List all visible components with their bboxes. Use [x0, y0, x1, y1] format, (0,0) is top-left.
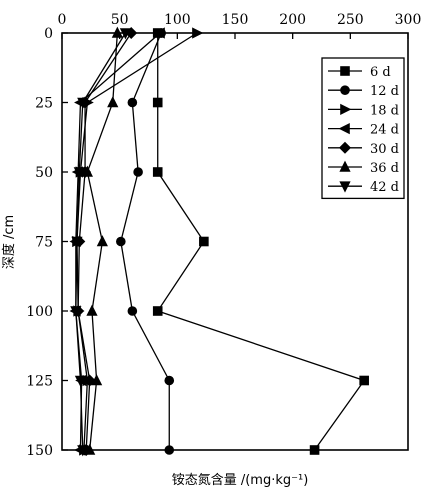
data-point: [127, 306, 138, 316]
legend-entry: 6 d: [328, 65, 391, 80]
data-point: [70, 306, 82, 318]
legend-marker: [338, 141, 352, 154]
data-point: [81, 165, 93, 177]
data-point: [84, 443, 96, 455]
y-tick-label: 125: [26, 374, 53, 390]
legend-marker: [340, 85, 350, 95]
y-tick-label: 150: [26, 443, 53, 459]
legend-label: 24 d: [370, 123, 399, 138]
series-layer: [69, 26, 369, 457]
data-point: [164, 445, 175, 455]
data-point: [164, 375, 175, 386]
y-axis-title: 深度 /cm: [1, 215, 17, 269]
y-tick-label: 75: [35, 235, 53, 251]
data-point: [192, 27, 204, 39]
legend-label: 6 d: [370, 65, 391, 80]
legend-label: 36 d: [370, 161, 399, 176]
legend-marker: [340, 103, 352, 116]
data-point: [77, 97, 89, 109]
data-point: [74, 375, 87, 387]
legend-entry: 18 d: [328, 103, 399, 118]
axes: 0 50 100 150 200 250 300 0 25 50 75 100 125 150: [26, 12, 421, 459]
data-point: [309, 445, 320, 455]
legend-label: 42 d: [370, 180, 399, 195]
data-point: [199, 236, 209, 247]
legend-marker: [339, 181, 351, 193]
x-tick-label: 300: [395, 12, 422, 28]
y-tick-label: 100: [26, 304, 53, 320]
data-point: [111, 26, 123, 38]
legend-entry: 24 d: [328, 123, 399, 138]
x-tick-label: 0: [58, 12, 67, 28]
legend-entry: 36 d: [328, 160, 399, 176]
y-tick-label: 25: [35, 96, 53, 112]
data-point: [86, 304, 98, 316]
legend-label: 30 d: [370, 142, 399, 157]
data-point: [133, 167, 143, 177]
series-2: [116, 28, 175, 455]
x-axis-title: 铵态氮含量 /(mg·kg⁻¹): [172, 472, 309, 488]
series-line: [76, 32, 198, 451]
data-point: [127, 97, 138, 108]
legend-marker: [340, 66, 350, 76]
series-7: [70, 28, 132, 457]
x-tick-label: 200: [279, 12, 306, 28]
series-line: [120, 32, 170, 450]
data-point: [71, 236, 83, 248]
data-point: [152, 97, 163, 108]
legend-label: 12 d: [370, 84, 399, 99]
y-tick-label: 50: [35, 165, 53, 181]
data-point: [96, 235, 108, 247]
x-tick-label: 100: [164, 12, 191, 28]
x-tick-label: 150: [222, 12, 249, 28]
data-point: [73, 167, 85, 179]
data-point: [152, 167, 163, 177]
data-point: [152, 306, 163, 316]
y-tick-label: 0: [44, 26, 53, 42]
legend-entry: 12 d: [328, 84, 399, 99]
series-6: [81, 26, 123, 455]
legend-entry: 30 d: [328, 141, 399, 157]
data-point: [90, 374, 103, 386]
legend-marker: [338, 122, 350, 135]
data-point: [107, 96, 119, 108]
x-tick-label: 250: [337, 12, 364, 28]
data-point: [116, 236, 126, 247]
data-point: [77, 445, 89, 457]
x-tick-label: 50: [111, 12, 129, 28]
legend: 6 d 12 d 18 d 24 d 30 d 36 d 42 d: [321, 57, 405, 200]
legend-marker: [339, 160, 351, 172]
data-point: [359, 375, 369, 386]
legend-label: 18 d: [370, 103, 399, 118]
data-point: [153, 27, 165, 39]
data-point: [119, 28, 132, 40]
legend-entry: 42 d: [328, 180, 399, 195]
